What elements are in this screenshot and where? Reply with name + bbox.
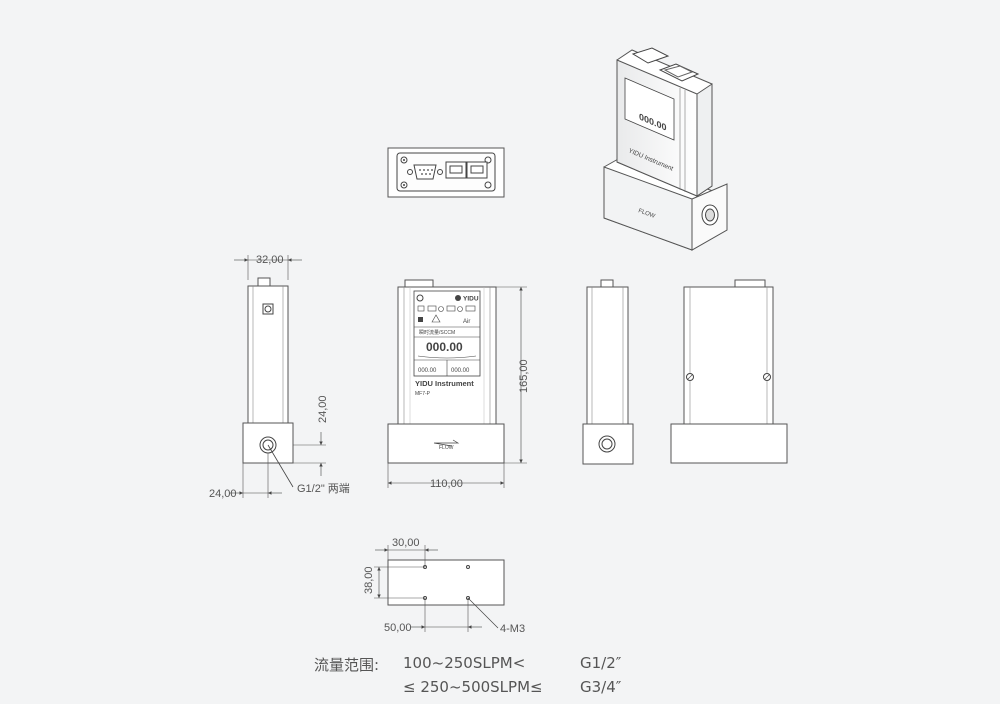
dim-height: 165,00 — [518, 359, 530, 393]
front-display-value: 000.00 — [426, 340, 463, 354]
front-dimensions: 165,00 110,00 — [387, 286, 530, 490]
front-brand-logo: YIDU — [463, 296, 479, 303]
dim-bottom-x: 30,00 — [392, 537, 420, 549]
sub-value-left: 000.00 — [418, 368, 437, 374]
dim-port-height: 24,00 — [317, 395, 329, 423]
connector-end-view — [387, 147, 505, 198]
db9-connector-icon — [407, 164, 443, 180]
dim-side-width: 32,00 — [256, 254, 284, 266]
side-dimensions: 32,00 24,00 24,00 G1/2" 两端 — [209, 254, 350, 500]
gas-type: Air — [463, 319, 470, 325]
spec-range-2: ≤ 250~500SLPM≤ — [403, 678, 543, 696]
front-view: YIDU Air 瞬时流量/SCCM 000.00 000.00 000.00 … — [387, 279, 505, 464]
opposite-side-view — [582, 279, 634, 465]
rear-view — [670, 279, 788, 464]
flow-title: 瞬时流量/SCCM — [419, 329, 455, 336]
status-icons — [417, 305, 476, 323]
rj45-ports-icon — [445, 161, 488, 179]
dim-front-width: 110,00 — [430, 478, 463, 490]
iso-flow-label: FLOW — [637, 208, 656, 220]
dim-port-offset: 24,00 — [209, 488, 237, 500]
spec-thread-2: G3/4″ — [580, 678, 622, 696]
isometric-view: FLOW 000.00 YIDU Instrument — [603, 47, 728, 251]
sub-value-right: 000.00 — [451, 368, 470, 374]
front-flow-label: FLOW — [439, 445, 454, 451]
bottom-dimensions: 30,00 38,00 50,00 4-M3 — [363, 537, 525, 635]
spec-range-1: 100~250SLPM< — [403, 654, 526, 672]
dim-bottom-hole: 50,00 — [384, 622, 412, 634]
front-product-name: YIDU Instrument — [415, 379, 474, 388]
front-model: MF7-P — [415, 391, 431, 397]
spec-thread-1: G1/2″ — [580, 654, 622, 672]
port-thread-note: G1/2" 两端 — [297, 482, 350, 495]
dim-bottom-y: 38,00 — [363, 566, 375, 594]
side-view — [242, 277, 294, 488]
spec-label: 流量范围: — [314, 656, 380, 674]
mount-holes-note: 4-M3 — [500, 623, 525, 635]
bottom-view — [387, 559, 505, 629]
